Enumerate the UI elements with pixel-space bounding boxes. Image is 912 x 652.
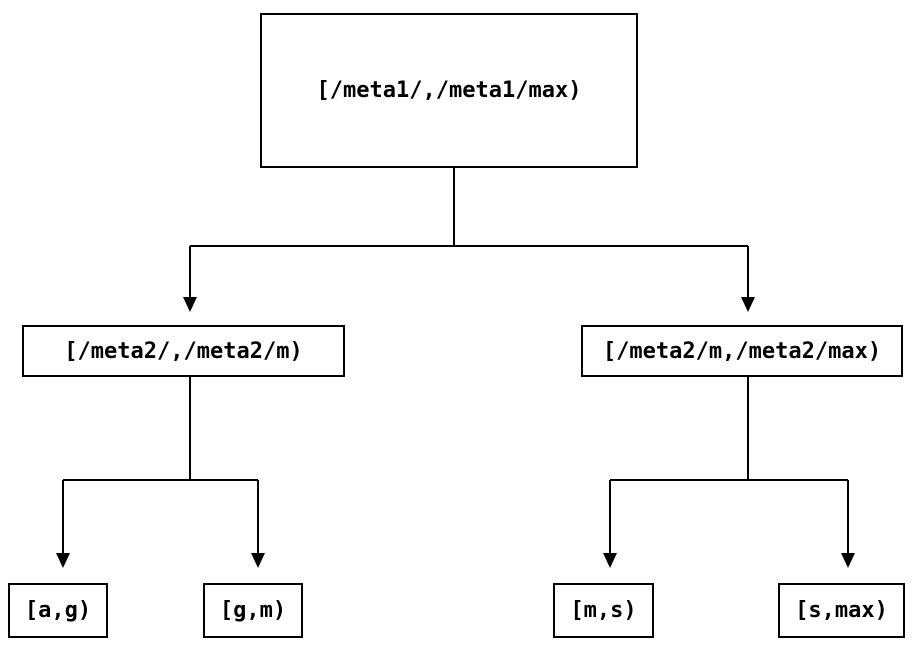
edge-left-to-leaves bbox=[62, 377, 259, 554]
edge-root-to-children bbox=[189, 168, 749, 298]
tree-node-left-child-label: [/meta2/,/meta2/m) bbox=[64, 338, 303, 364]
tree-node-leaf-g-m-label: [g,m) bbox=[219, 598, 287, 623]
arrow-down-icon bbox=[603, 553, 617, 568]
arrow-down-icon bbox=[841, 553, 855, 568]
arrow-down-icon bbox=[56, 553, 70, 568]
tree-node-leaf-a-g-label: [a,g) bbox=[24, 598, 92, 623]
arrow-down-icon bbox=[183, 297, 197, 312]
tree-node-right-child: [/meta2/m,/meta2/max) bbox=[581, 325, 903, 377]
tree-node-root: [/meta1/,/meta1/max) bbox=[260, 13, 638, 168]
arrow-down-icon bbox=[741, 297, 755, 312]
tree-node-root-label: [/meta1/,/meta1/max) bbox=[316, 78, 582, 103]
tree-node-leaf-s-max-label: [s,max) bbox=[795, 598, 888, 623]
arrow-down-icon bbox=[251, 553, 265, 568]
edge-right-to-leaves bbox=[609, 377, 849, 554]
tree-node-right-child-label: [/meta2/m,/meta2/max) bbox=[602, 338, 882, 364]
tree-node-leaf-a-g: [a,g) bbox=[8, 583, 108, 638]
tree-node-leaf-m-s: [m,s) bbox=[553, 583, 654, 638]
tree-node-left-child: [/meta2/,/meta2/m) bbox=[22, 325, 345, 377]
tree-node-leaf-s-max: [s,max) bbox=[778, 583, 905, 638]
tree-node-leaf-g-m: [g,m) bbox=[203, 583, 303, 638]
tree-node-leaf-m-s-label: [m,s) bbox=[570, 598, 637, 623]
